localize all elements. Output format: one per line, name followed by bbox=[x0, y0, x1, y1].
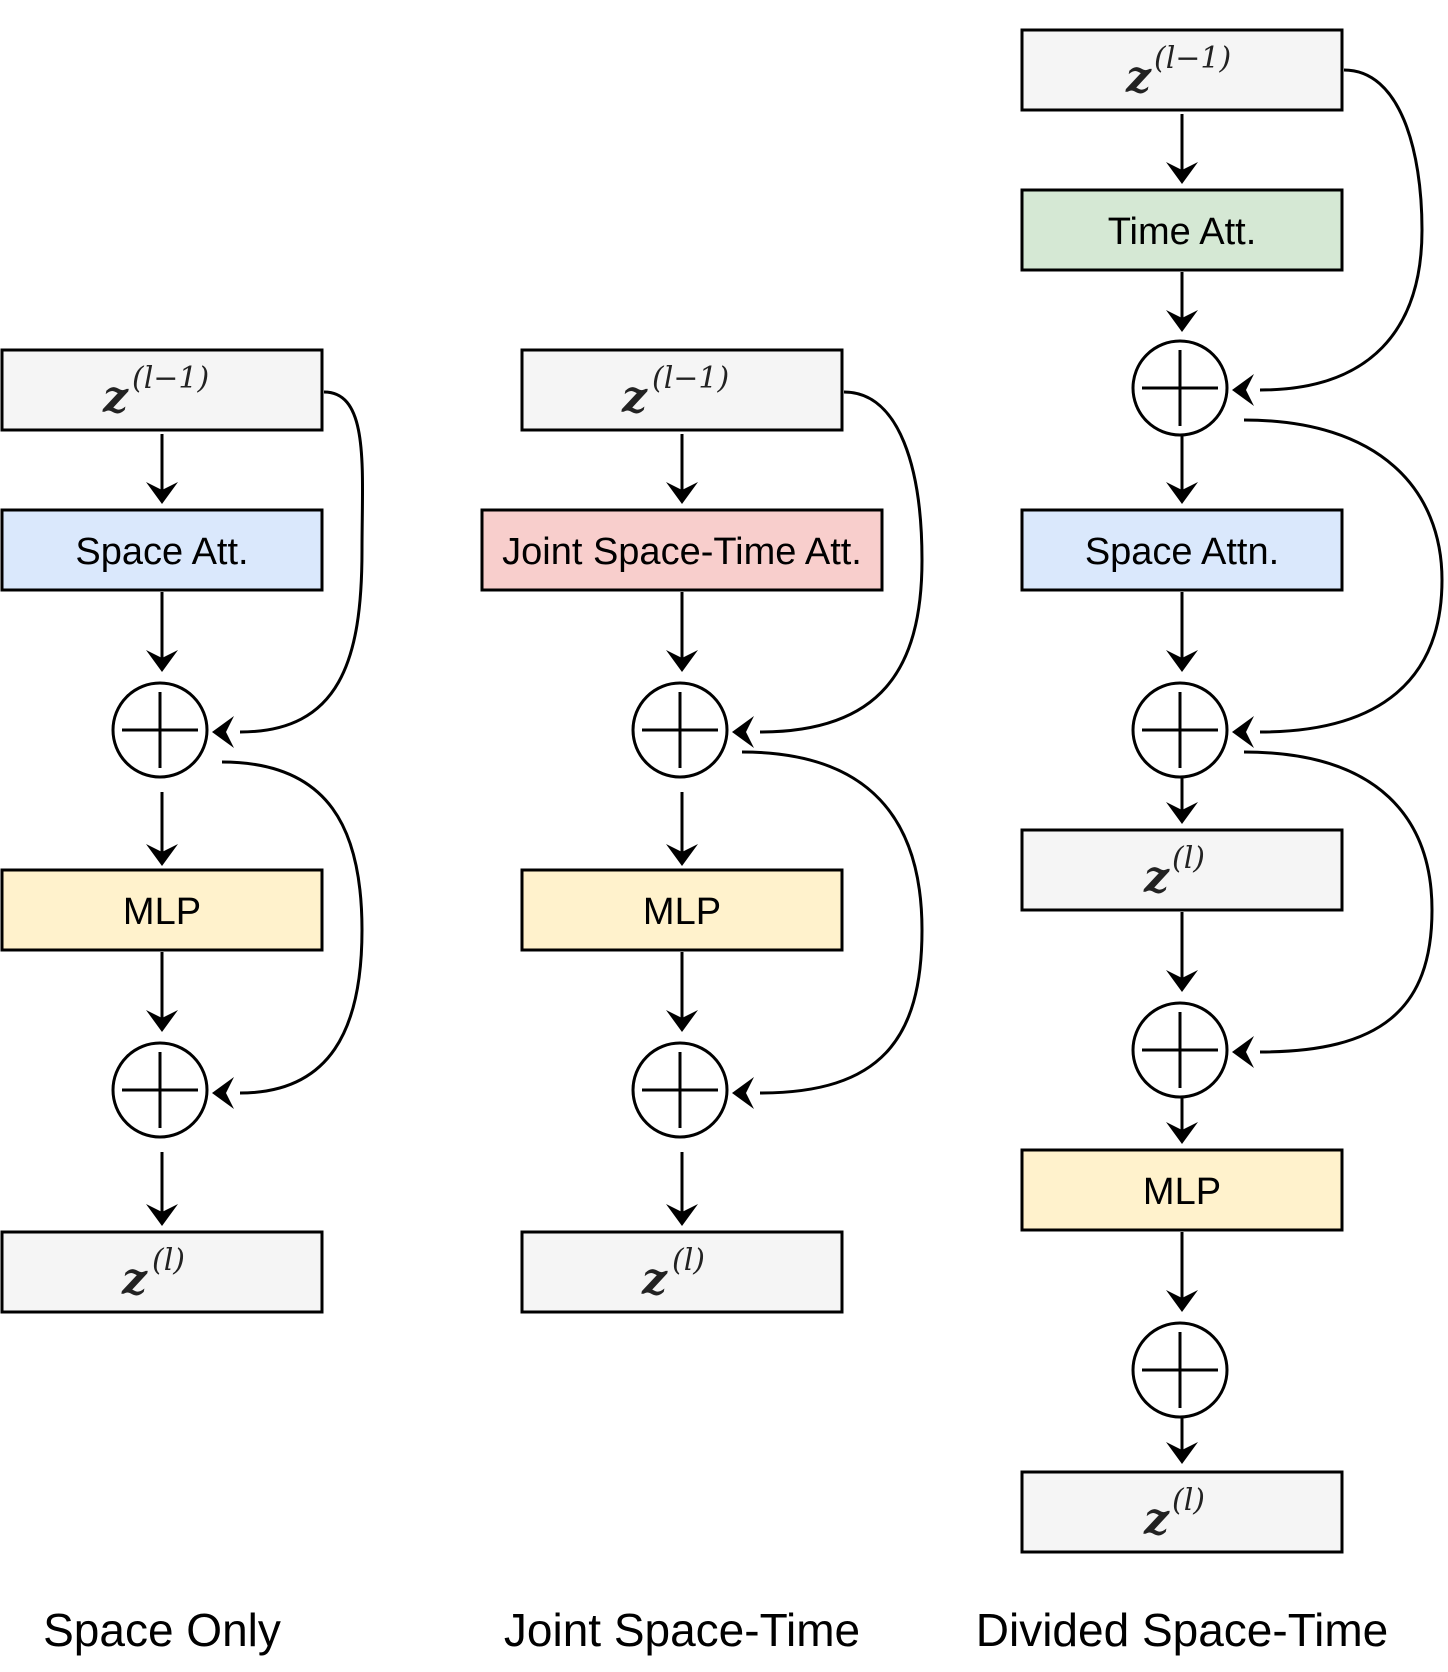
space-only-attention-label: Space Att. bbox=[75, 531, 248, 573]
joint-add-node-2 bbox=[631, 1041, 729, 1139]
arrowhead-down-5 bbox=[666, 482, 698, 504]
joint-input-box bbox=[520, 348, 844, 432]
divided-add-node-2 bbox=[1131, 681, 1229, 779]
divided-add-node-1 bbox=[1131, 339, 1229, 437]
residual-add1-to-add2 bbox=[221, 760, 364, 1095]
arrowhead-down-10 bbox=[1166, 162, 1198, 184]
divided-space-attention-box bbox=[1020, 508, 1344, 592]
arrowhead-down-16 bbox=[1166, 1122, 1198, 1144]
space-only-diagram: z (l−1) Space Att. MLP z (l) Space Only bbox=[0, 348, 365, 1656]
space-only-output-box bbox=[0, 1230, 324, 1314]
divided-mlp-box bbox=[1020, 1148, 1344, 1232]
residual-add1-to-add2 bbox=[1243, 418, 1444, 734]
arrowhead-left-0 bbox=[212, 716, 234, 748]
joint-output-sup: (l) bbox=[672, 1243, 705, 1278]
arrowhead-down-14 bbox=[1166, 802, 1198, 824]
joint-diagram: z (l−1) Joint Space-Time Att. MLP z (l) … bbox=[480, 348, 924, 1656]
joint-add-node-1 bbox=[631, 681, 729, 779]
divided-output-z: z bbox=[1143, 1494, 1170, 1545]
divided-mlp-label: MLP bbox=[1143, 1171, 1221, 1213]
divided-output-sup: (l) bbox=[1172, 1483, 1205, 1518]
arrowhead-down-9 bbox=[666, 1204, 698, 1226]
joint-input-sup: (l−1) bbox=[652, 361, 729, 396]
joint-mlp-label: MLP bbox=[643, 891, 721, 933]
arrowhead-left-4 bbox=[1232, 374, 1254, 406]
space-only-output-sup: (l) bbox=[152, 1243, 185, 1278]
arrowheads bbox=[146, 162, 1254, 1464]
divided-caption: Divided Space-Time bbox=[976, 1604, 1388, 1656]
space-only-attention-box bbox=[0, 508, 324, 592]
divided-add-node-4 bbox=[1131, 1321, 1229, 1419]
divided-time-attention-label: Time Att. bbox=[1108, 211, 1257, 253]
divided-output-box bbox=[1020, 1470, 1344, 1554]
joint-attention-label: Joint Space-Time Att. bbox=[502, 531, 862, 573]
divided-input-box bbox=[1020, 28, 1344, 112]
residual-add2-to-add3 bbox=[1243, 750, 1434, 1054]
space-only-input-z: z bbox=[102, 372, 129, 423]
joint-mlp-box bbox=[520, 868, 844, 952]
divided-input-sup: (l−1) bbox=[1154, 41, 1231, 76]
joint-output-z: z bbox=[641, 1254, 668, 1305]
arrowhead-left-1 bbox=[212, 1077, 234, 1109]
space-only-add-node-2 bbox=[111, 1041, 209, 1139]
residual-input-to-add1 bbox=[239, 390, 365, 734]
space-only-input-sup: (l−1) bbox=[132, 361, 209, 396]
space-only-output-z: z bbox=[121, 1254, 148, 1305]
arrowhead-left-6 bbox=[1232, 1036, 1254, 1068]
space-only-mlp-label: MLP bbox=[123, 891, 201, 933]
space-only-input-box bbox=[0, 348, 324, 432]
arrowhead-down-0 bbox=[146, 482, 178, 504]
arrowhead-down-6 bbox=[666, 650, 698, 672]
joint-input-z: z bbox=[621, 372, 648, 423]
divided-space-attention-label: Space Attn. bbox=[1085, 531, 1279, 573]
arrowhead-down-4 bbox=[146, 1204, 178, 1226]
arrowhead-down-15 bbox=[1166, 970, 1198, 992]
arrowhead-left-2 bbox=[732, 716, 754, 748]
arrowhead-down-12 bbox=[1166, 482, 1198, 504]
divided-add-node-3 bbox=[1131, 1001, 1229, 1099]
divided-time-attention-box bbox=[1020, 188, 1344, 272]
arrowhead-down-7 bbox=[666, 844, 698, 866]
arrowhead-down-8 bbox=[666, 1010, 698, 1032]
divided-middle-box bbox=[1020, 828, 1344, 912]
divided-middle-sup: (l) bbox=[1172, 841, 1205, 876]
divided-middle-z: z bbox=[1143, 852, 1170, 903]
space-only-mlp-box bbox=[0, 868, 324, 952]
arrowhead-left-5 bbox=[1232, 716, 1254, 748]
divided-input-z: z bbox=[1125, 52, 1152, 103]
arrowhead-down-2 bbox=[146, 844, 178, 866]
arrowhead-down-17 bbox=[1166, 1290, 1198, 1312]
residual-input-to-add1 bbox=[1259, 68, 1424, 392]
joint-caption: Joint Space-Time bbox=[504, 1604, 860, 1656]
residual-input-to-add1 bbox=[759, 390, 924, 734]
arrowhead-down-3 bbox=[146, 1010, 178, 1032]
residual-add1-to-add2 bbox=[741, 750, 924, 1095]
space-only-add-node-1 bbox=[111, 681, 209, 779]
divided-diagram: z (l−1) Time Att. Space Attn. z (l) MLP bbox=[976, 28, 1444, 1656]
arrowhead-down-13 bbox=[1166, 650, 1198, 672]
joint-output-box bbox=[520, 1230, 844, 1314]
arrowhead-down-18 bbox=[1166, 1442, 1198, 1464]
arrowhead-down-1 bbox=[146, 650, 178, 672]
arrowhead-down-11 bbox=[1166, 310, 1198, 332]
arrowhead-left-3 bbox=[732, 1077, 754, 1109]
space-only-caption: Space Only bbox=[43, 1604, 281, 1656]
joint-attention-box bbox=[480, 508, 884, 592]
